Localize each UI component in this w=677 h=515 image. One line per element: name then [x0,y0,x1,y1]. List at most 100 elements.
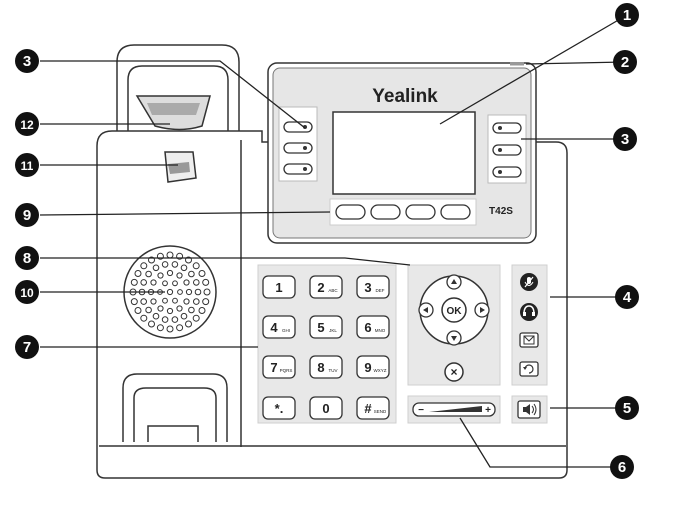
callout-number: 3 [621,131,629,148]
line-key[interactable] [492,144,522,156]
callout-number: 9 [23,207,31,224]
keypad-key-label: 1 [275,280,282,295]
callout-number: 4 [623,289,632,306]
mute-button[interactable] [520,273,538,291]
keypad-key[interactable]: 0 [309,396,343,420]
grille-hole [198,307,206,314]
grille-hole [188,270,195,278]
keypad-key-label: 0 [322,401,329,416]
keypad-key[interactable]: *. [262,396,296,420]
grille-hole [180,264,188,272]
grille-hole [176,252,184,260]
nav-left-button[interactable] [418,302,434,318]
callout-number: 3 [23,53,31,70]
keypad-key-letters: GHI [282,328,290,333]
redial-button[interactable] [519,361,539,377]
cancel-button[interactable]: × [444,362,464,382]
leader-line [40,257,411,266]
callout: 9 [15,203,39,227]
keypad-key-letters: WXYZ [374,368,387,373]
grille-hole [166,325,174,333]
grille-hole [198,270,206,277]
volume-bar[interactable]: − + [407,395,501,424]
grille-hole [172,280,178,287]
grille-hole [202,298,210,306]
feature-keys [511,264,548,386]
callout-number: 5 [623,400,631,417]
keypad-key-label: # [364,401,372,416]
grille-hole [130,278,138,286]
grille-hole [176,324,184,332]
keypad-key-label: 9 [364,360,371,375]
grille-hole [176,305,183,312]
grille-hole [176,272,183,279]
keypad-key-letters: PQRS [280,368,293,373]
ok-button[interactable]: OK [441,297,467,323]
line-key[interactable] [283,121,313,133]
callout-number: 7 [23,339,31,356]
grille-hole [166,269,174,277]
grille-hole [180,312,188,320]
keypad-key[interactable]: 1 [262,275,296,299]
line-key[interactable] [283,163,313,175]
nav-down-button[interactable] [446,330,462,346]
line-key[interactable] [492,122,522,134]
callout: 12 [15,112,39,136]
grille-hole [193,298,200,305]
callout: 11 [15,153,39,177]
speakerphone-button[interactable] [511,395,548,424]
callout: 8 [15,246,39,270]
line-key[interactable] [492,166,522,178]
soft-key[interactable] [335,204,366,220]
line-keys-right [487,114,527,184]
keypad-key-label: 8 [317,360,324,375]
grille-hole [140,262,148,270]
line-keys-left [278,106,318,182]
keypad-key-letters: JKL [329,328,337,333]
ok-label: OK [447,306,463,317]
callout: 6 [610,455,634,479]
soft-key[interactable] [370,204,401,220]
callout-number: 8 [23,250,31,267]
grille-hole [192,262,200,270]
headset-button[interactable] [520,303,538,321]
grille-hole [171,261,179,268]
callout-number: 10 [20,286,34,300]
grille-hole [145,306,152,314]
grille-hole [183,279,190,286]
line-key[interactable] [283,142,313,154]
grille-hole [157,305,164,312]
message-button[interactable] [519,332,539,348]
nav-right-button[interactable] [474,302,490,318]
grille-hole [188,306,195,314]
keypad-key-label: 5 [317,320,324,335]
soft-key[interactable] [405,204,436,220]
grille-hole [140,314,148,322]
callout: 7 [15,335,39,359]
hookswitch-tab[interactable] [164,151,197,183]
grille-hole [134,307,142,314]
grille-hole [130,298,138,306]
soft-key[interactable] [440,204,471,220]
nav-up-button[interactable] [446,274,462,290]
keypad-key-label: 3 [364,280,371,295]
phone-body [96,130,568,479]
leader-line [459,417,622,468]
keypad-key[interactable]: #SEND [356,396,390,420]
volume-minus-label: − [418,405,424,416]
callout-number: 11 [21,159,34,173]
soft-keys [329,198,477,226]
handset-rest [122,373,228,442]
keypad-key-letters: TUV [329,368,338,373]
speaker-icon [523,403,537,416]
